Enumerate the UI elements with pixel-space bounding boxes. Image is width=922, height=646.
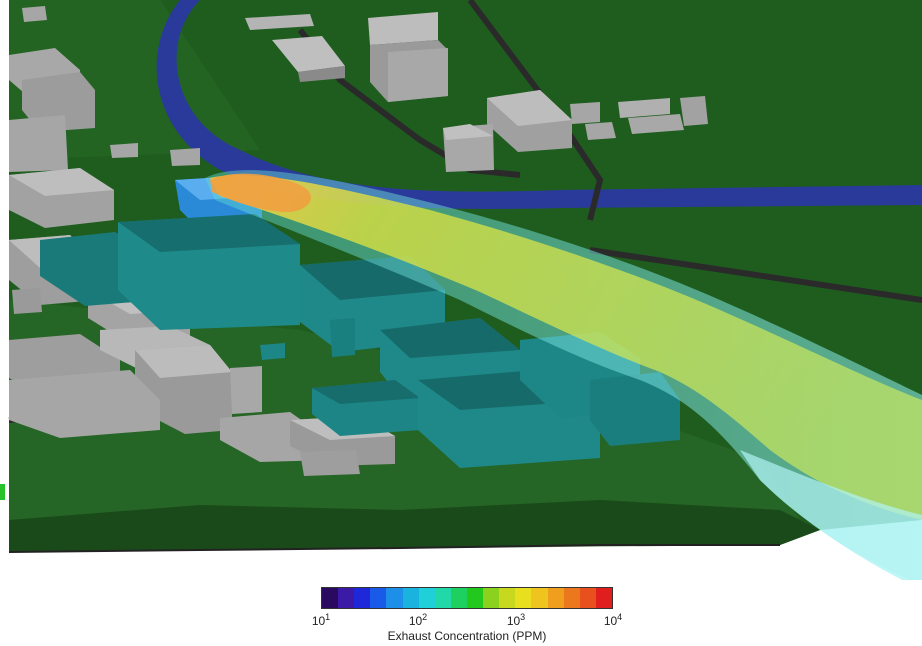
buildings-teal — [40, 176, 680, 468]
tick-label-4: 104 — [603, 612, 623, 628]
colorbar-swatch — [386, 588, 403, 608]
colorbar-swatch — [547, 588, 564, 608]
colorbar-swatch — [563, 588, 580, 608]
colorbar-swatch — [483, 588, 500, 608]
legend-title: Exhaust Concentration (PPM) — [387, 629, 547, 643]
colorbar-swatch — [434, 588, 451, 608]
colorbar-swatch — [579, 588, 596, 608]
3d-dispersion-scene — [0, 0, 922, 580]
colorbar-legend: 101 102 103 104 Exhaust Concentration (P… — [300, 584, 640, 644]
colorbar-swatch — [515, 588, 532, 608]
exhaust-plume — [205, 170, 922, 580]
tick-label-3: 103 — [506, 612, 526, 628]
colorbar-swatch — [402, 588, 419, 608]
river — [156, 0, 922, 210]
colorbar-swatch — [322, 588, 339, 608]
edge-marker — [0, 484, 5, 500]
colorbar-swatch — [450, 588, 467, 608]
colorbar-swatch — [338, 588, 355, 608]
colorbar-swatch — [531, 588, 548, 608]
colorbar-swatch — [370, 588, 387, 608]
colorbar-swatch — [595, 588, 612, 608]
tick-label-1: 101 — [311, 612, 331, 628]
colorbar — [321, 587, 613, 609]
colorbar-swatch — [354, 588, 371, 608]
colorbar-swatch — [418, 588, 435, 608]
tick-label-2: 102 — [408, 612, 428, 628]
colorbar-swatch — [466, 588, 484, 608]
colorbar-swatch — [499, 588, 516, 608]
buildings-grey — [9, 6, 708, 228]
